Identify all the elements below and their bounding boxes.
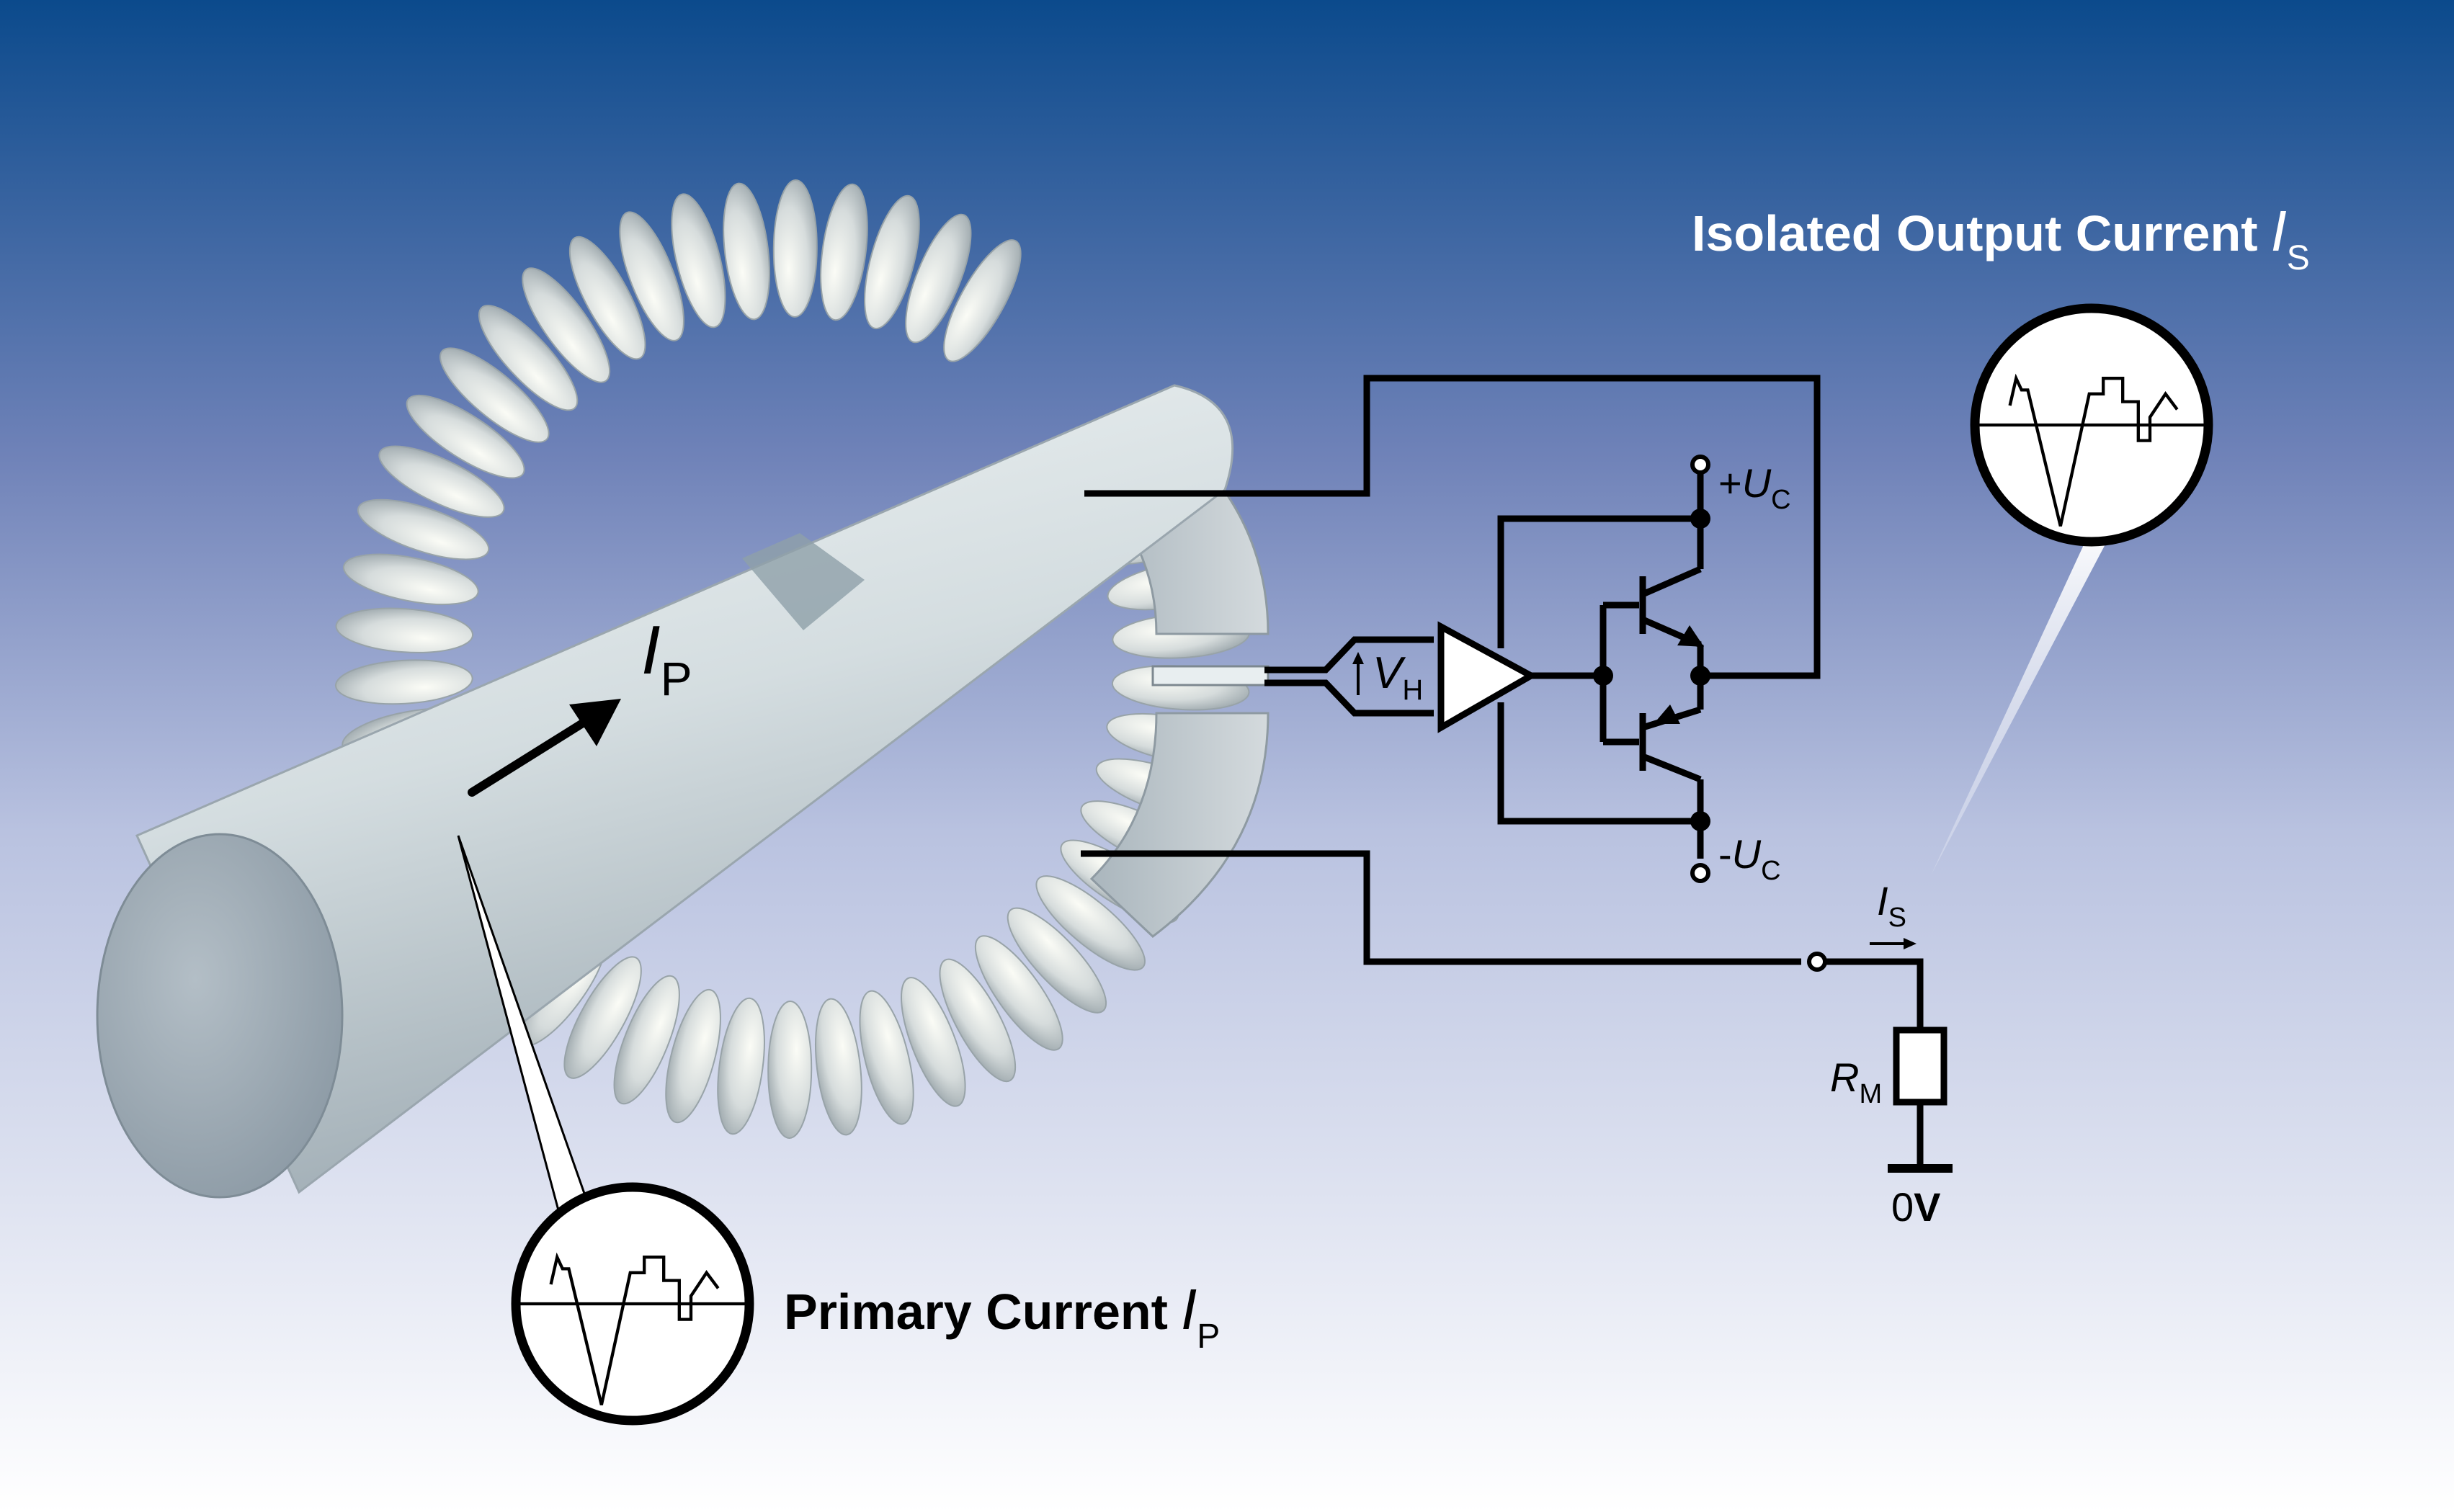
- current-arrow-icon: [468, 699, 621, 797]
- coil-turn: [335, 607, 474, 653]
- junction-node: [1593, 666, 1613, 686]
- primary-waveform: [549, 1252, 720, 1405]
- amp-lower-supply: [1497, 702, 1700, 825]
- coil-turn: [522, 267, 611, 383]
- coil-turn: [563, 956, 642, 1079]
- coil-turn: [864, 194, 920, 330]
- coil-turn: [943, 239, 1022, 362]
- coil-turn: [671, 193, 726, 328]
- conductor-band: [742, 533, 865, 630]
- primary-conductor: [96, 384, 1234, 1199]
- coil-turn: [772, 179, 818, 318]
- junction-node: [1690, 509, 1710, 529]
- sensor-lead-lower: [1264, 679, 1434, 717]
- coil-turn: [568, 236, 646, 360]
- coil-turn: [815, 998, 862, 1136]
- sensor-lead-upper: [1264, 636, 1434, 674]
- pnp-transistor-icon: [1639, 704, 1702, 783]
- hall-sensor-chip: [1151, 665, 1270, 686]
- coil-turn: [900, 977, 966, 1107]
- coil-turn: [619, 211, 685, 341]
- coil-turn: [717, 997, 765, 1135]
- output-callout-pointer: [1931, 540, 2107, 875]
- junction-nodes: [1593, 509, 1710, 831]
- coil-turn: [342, 553, 479, 606]
- coil-turn: [406, 394, 525, 479]
- hall-voltage-arrow-icon: [1352, 652, 1364, 695]
- conductor-current-label: IP: [641, 612, 692, 705]
- npn-transistor-icon: [1639, 565, 1704, 648]
- coil-turn: [820, 183, 868, 321]
- output-waveform: [2008, 373, 2179, 527]
- amp-upper-supply: [1497, 515, 1700, 648]
- waveform-scope-icon: [511, 1182, 754, 1426]
- coil-turn: [939, 958, 1017, 1083]
- resistor-label: RM: [1830, 1055, 1882, 1109]
- coil-turn: [378, 445, 505, 518]
- coil-turn: [859, 990, 914, 1125]
- coil-turn: [357, 498, 490, 560]
- coil-turn: [440, 347, 550, 443]
- terminal-node-icon: [1690, 455, 1827, 972]
- coil-turn: [974, 935, 1063, 1051]
- coil-turn: [767, 1001, 813, 1139]
- supply-minus-label: -UC: [1718, 831, 1781, 886]
- winding-wire-bottom: [1081, 850, 1801, 965]
- coil-turn: [1035, 875, 1146, 971]
- junction-node: [1690, 811, 1710, 831]
- terminal-output: [1807, 952, 1827, 972]
- load-branch: [1826, 958, 1924, 1030]
- ground-label: 0V: [1891, 1184, 1941, 1230]
- core-lower-end: [1089, 712, 1270, 938]
- waveform-scope-icon: [1970, 303, 2213, 547]
- conductor-body: [135, 384, 1234, 1194]
- coil-turn: [1007, 907, 1107, 1014]
- terminal-plus: [1690, 455, 1710, 475]
- winding-wire-top: [1084, 375, 1821, 679]
- hall-voltage-label: VH: [1373, 648, 1423, 706]
- sense-current-label: IS: [1877, 878, 1906, 933]
- coil-turn: [665, 988, 721, 1124]
- circuit-wiring: [1081, 375, 1924, 1168]
- coil-turn: [905, 213, 972, 344]
- conductor-end-face: [96, 833, 344, 1199]
- coil-turn: [613, 975, 680, 1105]
- sense-current-arrow-icon: [1870, 938, 1917, 949]
- amplifier-triangle-icon: [1437, 621, 1538, 733]
- coil-turn: [723, 182, 770, 321]
- supply-plus-label: +UC: [1718, 460, 1791, 515]
- terminal-minus: [1690, 863, 1710, 883]
- coil-turn: [478, 305, 579, 411]
- coil-turn: [334, 659, 473, 705]
- resistor-icon: [1893, 1026, 1947, 1106]
- junction-node: [1690, 666, 1710, 686]
